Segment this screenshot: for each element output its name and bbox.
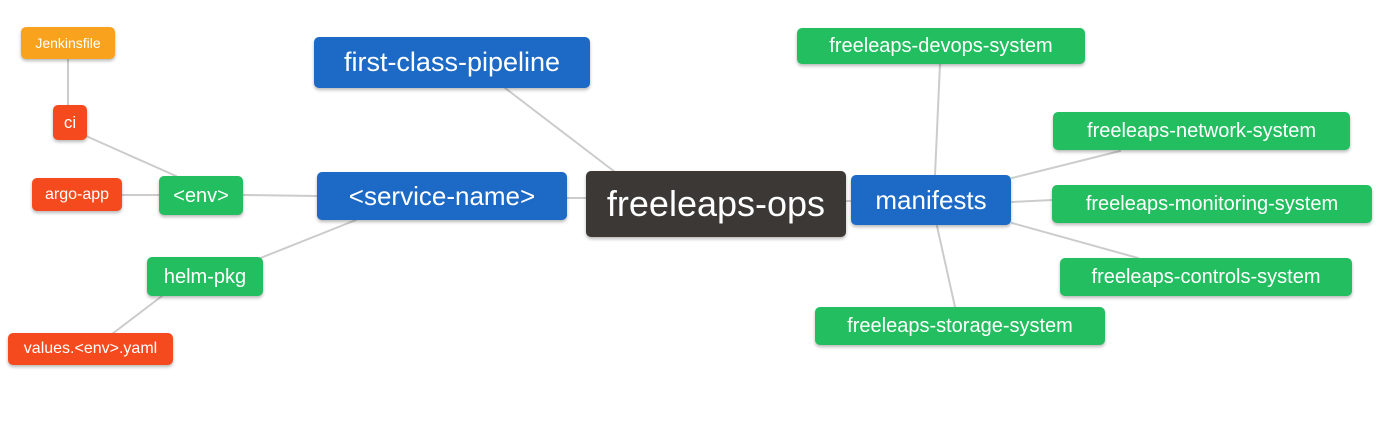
node-label-service-name: <service-name>	[348, 181, 536, 211]
node-network-system[interactable]: freeleaps-network-system	[1053, 112, 1350, 150]
node-devops-system[interactable]: freeleaps-devops-system	[797, 28, 1085, 64]
node-label-values-env-yaml: values.<env>.yaml	[23, 340, 158, 357]
node-jenkinsfile[interactable]: Jenkinsfile	[21, 27, 115, 59]
node-helm-pkg[interactable]: helm-pkg	[147, 257, 263, 296]
edge-env--service-name	[242, 194, 318, 197]
node-argo-app[interactable]: argo-app	[32, 178, 122, 211]
node-label-controls-system: freeleaps-controls-system	[1091, 266, 1321, 288]
node-label-devops-system: freeleaps-devops-system	[829, 35, 1053, 57]
node-freeleaps-ops[interactable]: freeleaps-ops	[586, 171, 846, 237]
node-first-class-pipeline[interactable]: first-class-pipeline	[314, 37, 590, 88]
edge-manifests--monitoring-system	[1011, 199, 1054, 203]
edge-manifests--devops-system	[934, 63, 941, 176]
node-values-env-yaml[interactable]: values.<env>.yaml	[8, 333, 173, 365]
node-label-storage-system: freeleaps-storage-system	[847, 315, 1073, 337]
node-label-manifests: manifests	[875, 185, 987, 215]
node-label-jenkinsfile: Jenkinsfile	[35, 35, 101, 51]
node-label-monitoring-system: freeleaps-monitoring-system	[1085, 193, 1339, 215]
edge-manifests--network-system	[1011, 150, 1121, 179]
node-label-freeleaps-ops: freeleaps-ops	[606, 183, 826, 224]
node-label-argo-app: argo-app	[44, 185, 110, 203]
node-storage-system[interactable]: freeleaps-storage-system	[815, 307, 1105, 345]
node-service-name[interactable]: <service-name>	[317, 172, 567, 220]
node-label-helm-pkg: helm-pkg	[163, 265, 247, 288]
edge-first-class-pipeline--freeleaps-ops	[504, 87, 616, 173]
node-controls-system[interactable]: freeleaps-controls-system	[1060, 258, 1352, 296]
edge-manifests--controls-system	[1011, 222, 1139, 259]
node-label-network-system: freeleaps-network-system	[1087, 120, 1316, 142]
node-label-ci: ci	[63, 113, 77, 132]
edge-manifests--storage-system	[936, 225, 956, 308]
edge-helm-pkg--values-env-yaml	[111, 295, 163, 335]
node-monitoring-system[interactable]: freeleaps-monitoring-system	[1052, 185, 1372, 223]
edge-service-name--helm-pkg	[257, 219, 357, 260]
edge-ci--env	[85, 135, 177, 177]
node-manifests[interactable]: manifests	[851, 175, 1011, 225]
node-env[interactable]: <env>	[159, 176, 243, 215]
node-ci[interactable]: ci	[53, 105, 87, 140]
node-label-env: <env>	[173, 184, 229, 207]
node-label-first-class-pipeline: first-class-pipeline	[343, 47, 561, 77]
